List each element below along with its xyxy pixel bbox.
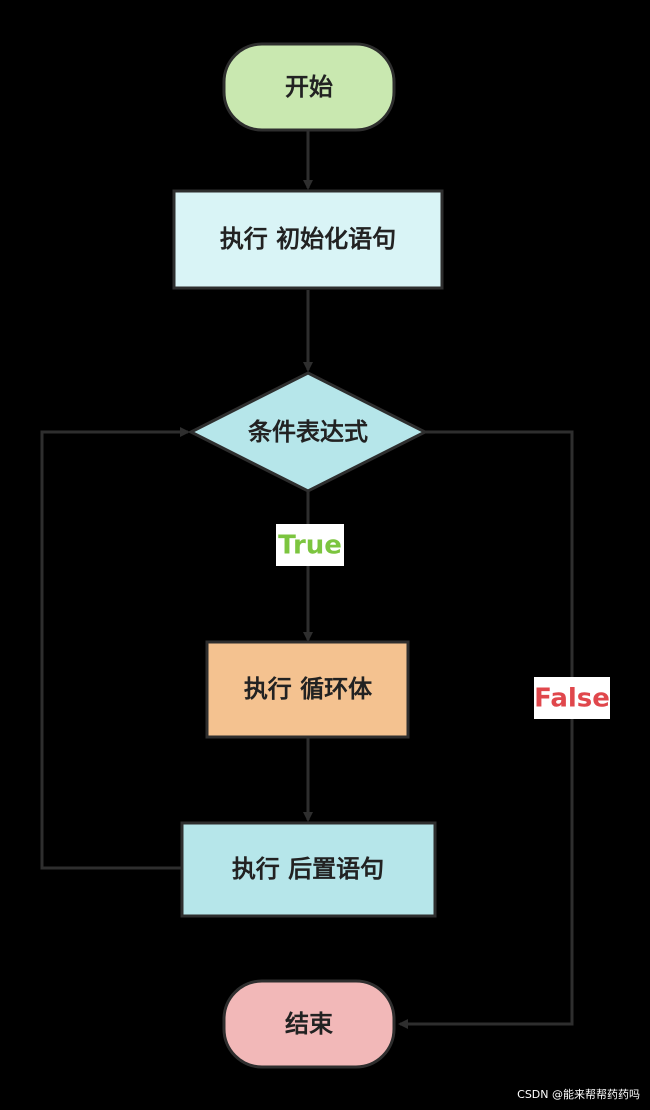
true-label-box: True (276, 524, 344, 566)
condition-label: 条件表达式 (248, 418, 368, 446)
end-shape (222, 979, 396, 1069)
init-node: 执行 初始化语句 (172, 189, 444, 290)
condition-shape (187, 371, 429, 493)
start-node: 开始 (222, 42, 396, 132)
body-shape (205, 640, 410, 739)
init-shape (172, 189, 444, 290)
init-label: 执行 初始化语句 (220, 225, 396, 253)
false-label: False (534, 684, 610, 714)
arrow-false-to-end (398, 430, 574, 1029)
post-shape (180, 821, 437, 918)
watermark-text: CSDN @能来帮帮药药吗 (517, 1087, 640, 1101)
body-node: 执行 循环体 (205, 640, 410, 739)
arrow-post-loop-back (40, 427, 190, 870)
post-label: 执行 后置语句 (232, 855, 384, 883)
body-label: 执行 循环体 (244, 675, 373, 703)
end-label: 结束 (285, 1010, 334, 1038)
condition-node: 条件表达式 (187, 371, 429, 493)
true-label: True (278, 531, 342, 561)
false-label-box: False (534, 677, 610, 719)
start-shape (222, 42, 396, 132)
end-node: 结束 (222, 979, 396, 1069)
post-node: 执行 后置语句 (180, 821, 437, 918)
start-label: 开始 (285, 73, 333, 101)
